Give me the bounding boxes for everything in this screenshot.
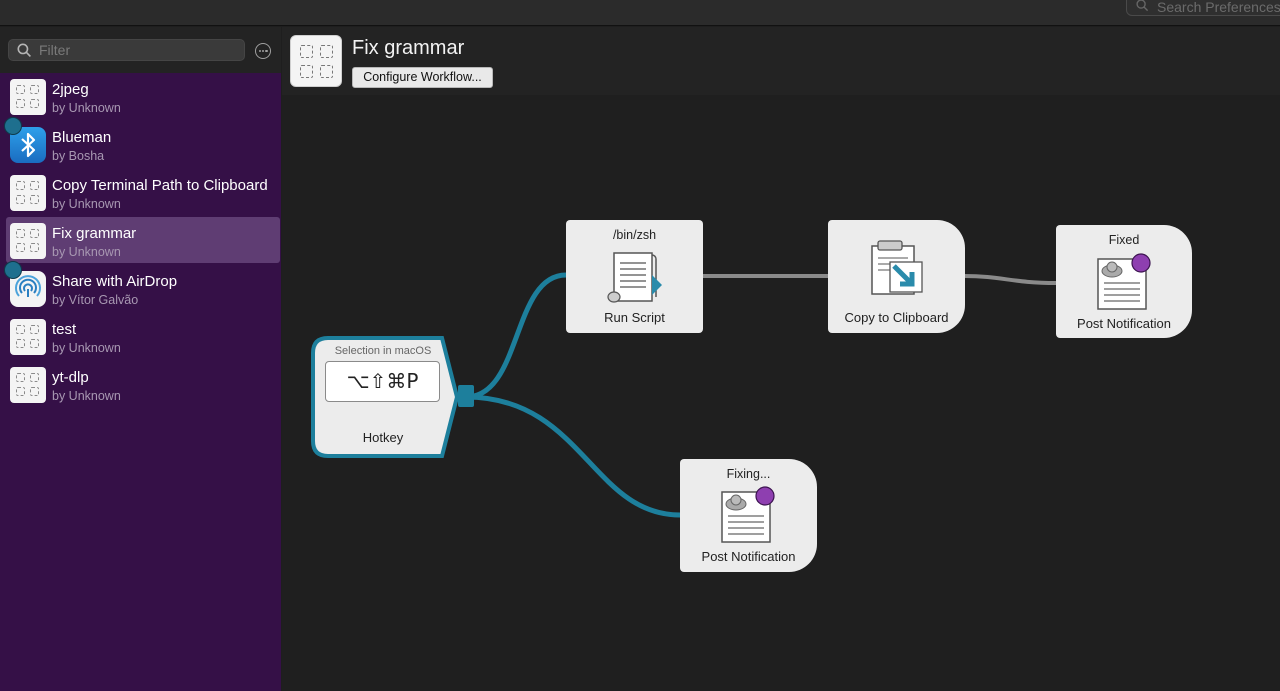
workflow-name: yt-dlp [52, 369, 89, 386]
run-script-label: Run Script [604, 310, 665, 325]
workflow-name: Share with AirDrop [52, 273, 178, 290]
post-notification-fixed-node[interactable]: Fixed Post Notification [1056, 225, 1192, 338]
workflow-item-test[interactable]: test by Unknown [6, 313, 280, 359]
notification-fixing-subtitle: Fixing... [726, 467, 771, 481]
wire-copy-to-fixed-notification [963, 274, 1057, 285]
workflow-item-blueman[interactable]: Blueman by Bosha [4, 117, 280, 167]
satellite-badge-icon [4, 261, 22, 279]
notification-icon [1097, 253, 1151, 310]
workflow-author: by Unknown [52, 341, 121, 355]
wire-hotkey-to-fixing-notification [465, 394, 681, 518]
hotkey-subtitle: Selection in macOS [334, 345, 432, 357]
notification-fixed-subtitle: Fixed [1108, 233, 1140, 247]
workflow-name: test [52, 321, 77, 338]
workflow-item-yt-dlp[interactable]: yt-dlp by Unknown [6, 361, 280, 407]
more-options-button[interactable] [255, 43, 271, 59]
placeholder-grid-icon [10, 367, 46, 403]
workflow-author: by Unknown [52, 197, 121, 211]
workflow-title: Fix grammar [352, 37, 465, 59]
placeholder-grid-icon [300, 45, 334, 79]
filter-input[interactable]: Filter [8, 39, 245, 61]
workflow-header: Fix grammar Configure Workflow... [282, 27, 1280, 95]
workflow-author: by Vítor Galvão [52, 293, 139, 307]
hotkey-label: Hotkey [362, 430, 404, 445]
workflow-name: Blueman [52, 129, 112, 146]
filter-placeholder: Filter [39, 42, 71, 58]
connection-wires [458, 272, 1057, 518]
preferences-search-placeholder: Search Preferences [1157, 0, 1280, 15]
placeholder-grid-icon [10, 79, 46, 115]
workflow-author: by Bosha [52, 149, 105, 163]
clipboard-icon [871, 240, 923, 295]
post-notification-fixing-node[interactable]: Fixing... Post Notification [680, 459, 817, 572]
placeholder-grid-icon [10, 319, 46, 355]
configure-workflow-button[interactable]: Configure Workflow... [352, 67, 493, 88]
workflow-name: 2jpeg [52, 81, 89, 98]
notification-fixing-label: Post Notification [701, 549, 796, 564]
copy-to-clipboard-label: Copy to Clipboard [844, 310, 949, 325]
wire-hotkey-to-run-script [465, 272, 567, 400]
workflow-sidebar: Filter 2jpeg by Unknown [0, 27, 281, 691]
run-script-subtitle: /bin/zsh [612, 228, 657, 242]
search-icon [1136, 0, 1149, 12]
copy-to-clipboard-node[interactable]: Copy to Clipboard [828, 220, 965, 333]
workflow-author: by Unknown [52, 245, 121, 259]
notification-icon [721, 486, 775, 543]
script-icon [607, 252, 662, 303]
hotkey-output-port [458, 385, 474, 407]
workflow-name: Copy Terminal Path to Clipboard [52, 177, 268, 194]
workflow-icon-well[interactable] [290, 35, 342, 87]
workflow-item-fix-grammar[interactable]: Fix grammar by Unknown [6, 217, 280, 263]
notification-fixed-label: Post Notification [1077, 316, 1171, 331]
top-toolbar: Search Preferences [0, 0, 1280, 26]
workflow-name: Fix grammar [52, 225, 137, 242]
preferences-search-field[interactable]: Search Preferences [1126, 0, 1280, 16]
workflow-item-share-with-airdrop[interactable]: Share with AirDrop by Vítor Galvão [4, 261, 280, 311]
satellite-badge-icon [4, 117, 22, 135]
hotkey-trigger-node[interactable]: Selection in macOS ⌥⇧⌘P Hotkey [310, 335, 460, 459]
workflow-author: by Unknown [52, 389, 121, 403]
workflow-author: by Unknown [52, 101, 121, 115]
workflow-item-2jpeg[interactable]: 2jpeg by Unknown [6, 73, 280, 119]
workflow-canvas[interactable]: Selection in macOS ⌥⇧⌘P Hotkey /bin/zsh … [282, 95, 1280, 691]
workflow-item-copy-terminal-path[interactable]: Copy Terminal Path to Clipboard by Unkno… [6, 169, 280, 215]
hotkey-keys: ⌥⇧⌘P [325, 361, 440, 402]
placeholder-grid-icon [10, 175, 46, 211]
search-icon [17, 43, 31, 57]
placeholder-grid-icon [10, 223, 46, 259]
run-script-node[interactable]: /bin/zsh Run Script [566, 220, 703, 333]
sidebar-filter-bar: Filter [0, 27, 281, 73]
